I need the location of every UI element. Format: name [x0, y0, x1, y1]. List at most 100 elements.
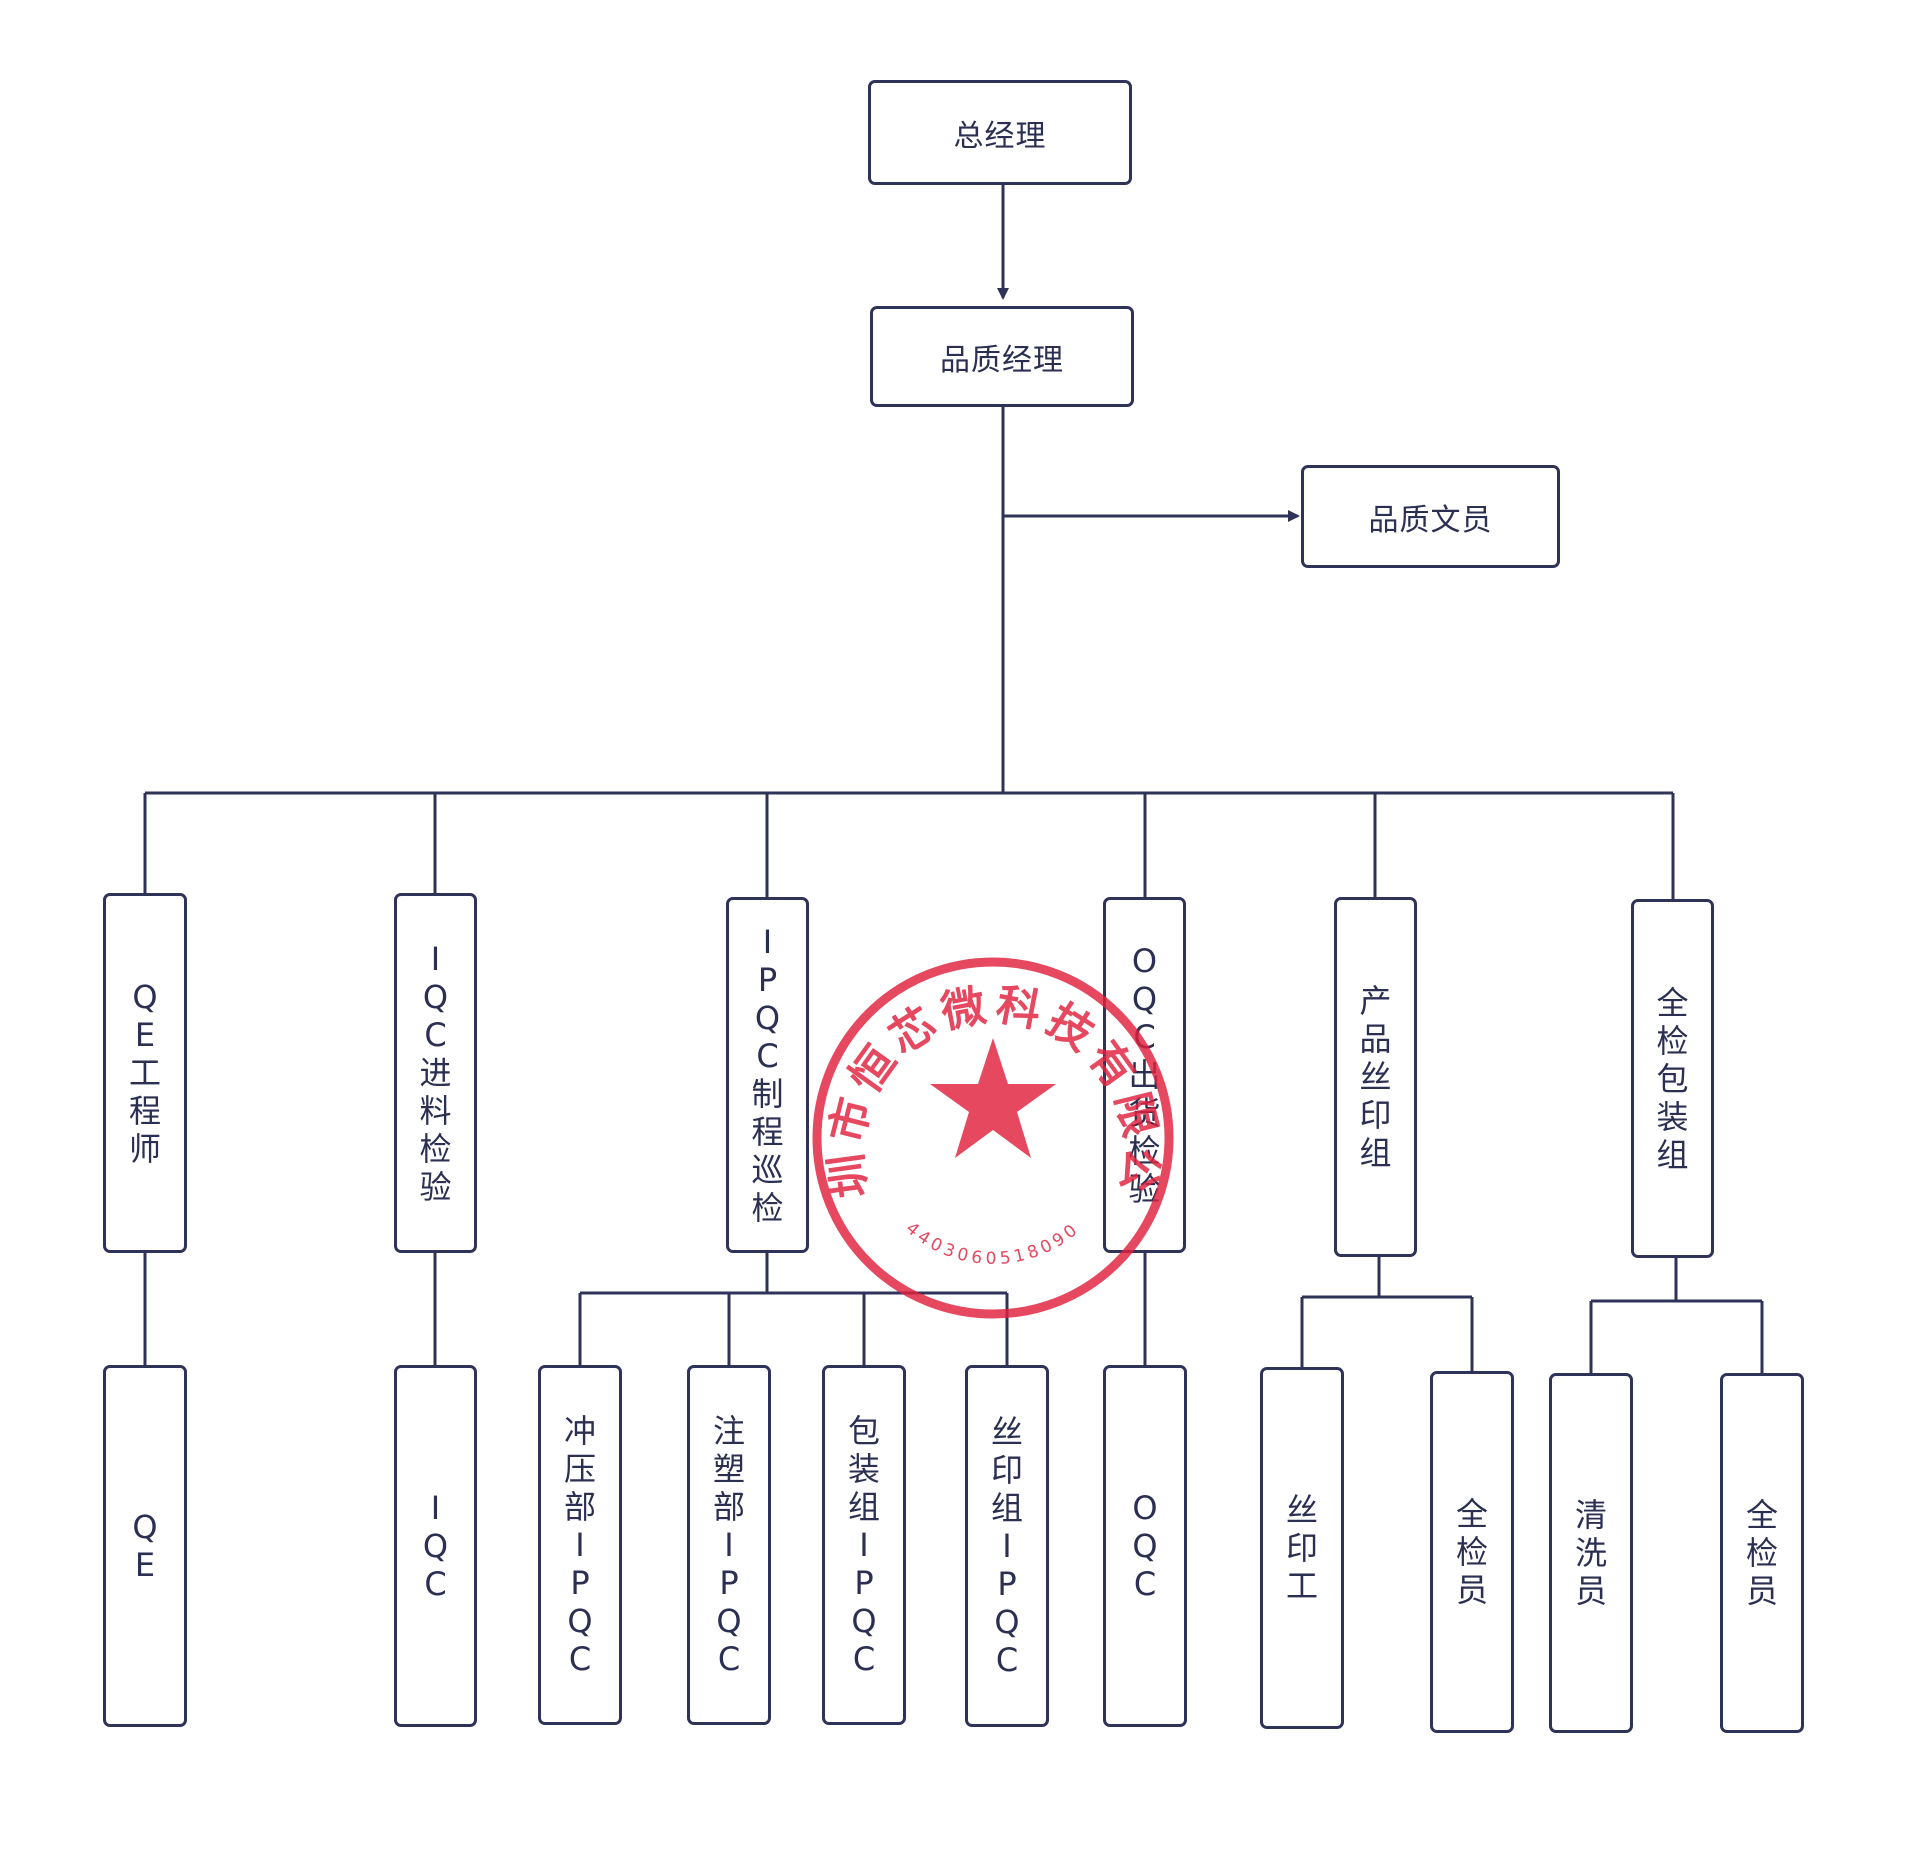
label-char: 组 — [1656, 1135, 1689, 1174]
label-char: 组 — [847, 1488, 880, 1526]
vertical-label: 产品丝印组 — [1358, 982, 1394, 1172]
label-char: E — [134, 1546, 156, 1584]
vertical-label: 全检员 — [1744, 1496, 1780, 1610]
vertical-label: 全检包装组 — [1655, 984, 1691, 1174]
label-char: O — [1132, 1489, 1158, 1527]
label-char: Q — [422, 978, 449, 1016]
label-char: I — [724, 1526, 734, 1564]
label-char: 检 — [1128, 1132, 1161, 1170]
node-quality-manager: 品质经理 — [870, 306, 1134, 407]
label-char: I — [430, 940, 441, 978]
node-product-print-group: 产品丝印组 — [1334, 897, 1417, 1257]
label-char: I — [762, 923, 773, 961]
label-char: 装 — [1656, 1097, 1689, 1136]
label-char: I — [430, 1489, 441, 1527]
label-char: C — [1133, 1018, 1156, 1056]
label-char: 塑 — [712, 1450, 745, 1488]
label-char: 印 — [990, 1451, 1023, 1489]
label-char: 丝 — [990, 1413, 1023, 1451]
label-char: 部 — [712, 1488, 745, 1526]
label-char: Q — [994, 1603, 1020, 1641]
label-char: 产 — [1359, 982, 1392, 1020]
label-char: Q — [422, 1527, 449, 1565]
node-printer: 丝印工 — [1260, 1367, 1344, 1729]
node-cleaner: 清洗员 — [1549, 1373, 1633, 1733]
label-char: 品 — [1359, 1020, 1392, 1058]
node-quality-clerk: 品质文员 — [1301, 465, 1560, 568]
label-char: 师 — [128, 1130, 161, 1168]
node-general-manager: 总经理 — [868, 80, 1132, 185]
label-char: Q — [132, 978, 158, 1016]
vertical-label: 全检员 — [1454, 1495, 1490, 1609]
label-char: 全 — [1656, 983, 1689, 1022]
label-char: O — [1131, 942, 1158, 980]
label-char: 检 — [1455, 1533, 1488, 1571]
node-full-inspector-1: 全检员 — [1430, 1371, 1514, 1733]
label-char: C — [424, 1565, 447, 1603]
label-char: Q — [567, 1602, 593, 1640]
label-char: C — [424, 1016, 447, 1054]
label-char: I — [575, 1526, 585, 1564]
label-char: P — [570, 1564, 590, 1602]
label-char: Q — [851, 1602, 877, 1640]
label-char: 包 — [1656, 1059, 1689, 1098]
node-label: 品质文员 — [1368, 502, 1493, 538]
label-char: 印 — [1359, 1096, 1392, 1134]
label-char: 验 — [419, 1168, 452, 1206]
label-char: C — [568, 1640, 592, 1678]
label-char: Q — [1132, 1527, 1158, 1565]
label-char: 全 — [1745, 1496, 1778, 1534]
label-char: I — [1002, 1527, 1012, 1565]
label-char: C — [1133, 1565, 1157, 1603]
label-char: Q — [716, 1602, 742, 1640]
label-char: 工 — [1285, 1567, 1318, 1605]
label-char: 装 — [847, 1450, 880, 1488]
label-char: 压 — [563, 1450, 596, 1488]
label-char: Q — [1131, 980, 1158, 1018]
label-char: 员 — [1745, 1572, 1778, 1610]
label-char: 员 — [1455, 1571, 1488, 1609]
label-char: 丝 — [1285, 1491, 1318, 1529]
label-char: 印 — [1285, 1529, 1318, 1567]
label-char: 验 — [1128, 1170, 1161, 1208]
label-char: E — [134, 1016, 156, 1054]
label-char: I — [859, 1526, 869, 1564]
label-char: 丝 — [1359, 1058, 1392, 1096]
label-char: 检 — [1745, 1534, 1778, 1572]
label-char: C — [756, 1037, 779, 1075]
label-char: 巡 — [751, 1151, 784, 1189]
label-char: 员 — [1574, 1572, 1607, 1610]
label-char: 出 — [1128, 1056, 1161, 1094]
label-char: C — [995, 1641, 1019, 1679]
node-label: 总经理 — [953, 118, 1047, 154]
label-char: 洗 — [1574, 1534, 1607, 1572]
label-char: 料 — [419, 1092, 452, 1130]
label-char: P — [854, 1564, 874, 1602]
label-char: 检 — [751, 1189, 784, 1227]
label-char: 工 — [128, 1054, 161, 1092]
label-char: 冲 — [563, 1412, 596, 1450]
vertical-label: 丝印工 — [1284, 1491, 1320, 1605]
label-char: 程 — [751, 1113, 784, 1151]
label-char: 部 — [563, 1488, 596, 1526]
label-char: 清 — [1574, 1496, 1607, 1534]
label-char: 注 — [712, 1412, 745, 1450]
label-char: 货 — [1128, 1094, 1161, 1132]
label-char: 程 — [128, 1092, 161, 1130]
label-char: P — [757, 961, 778, 999]
label-char: P — [719, 1564, 739, 1602]
